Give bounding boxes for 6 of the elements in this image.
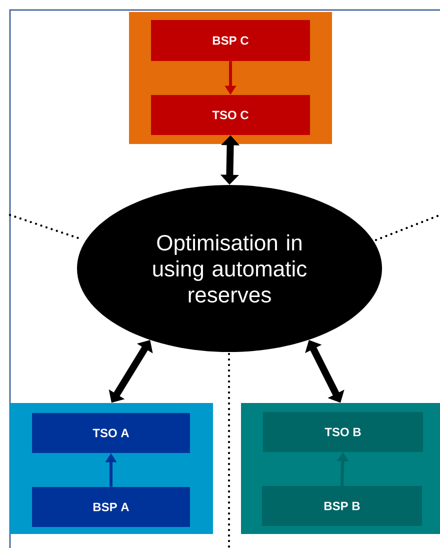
process-box: BSP C bbox=[151, 20, 310, 61]
process-box: TSO B bbox=[263, 412, 423, 452]
process-box: TSO A bbox=[32, 413, 190, 453]
process-box: BSP A bbox=[32, 487, 190, 527]
process-box: TSO C bbox=[151, 95, 310, 135]
process-box: BSP B bbox=[262, 486, 422, 526]
